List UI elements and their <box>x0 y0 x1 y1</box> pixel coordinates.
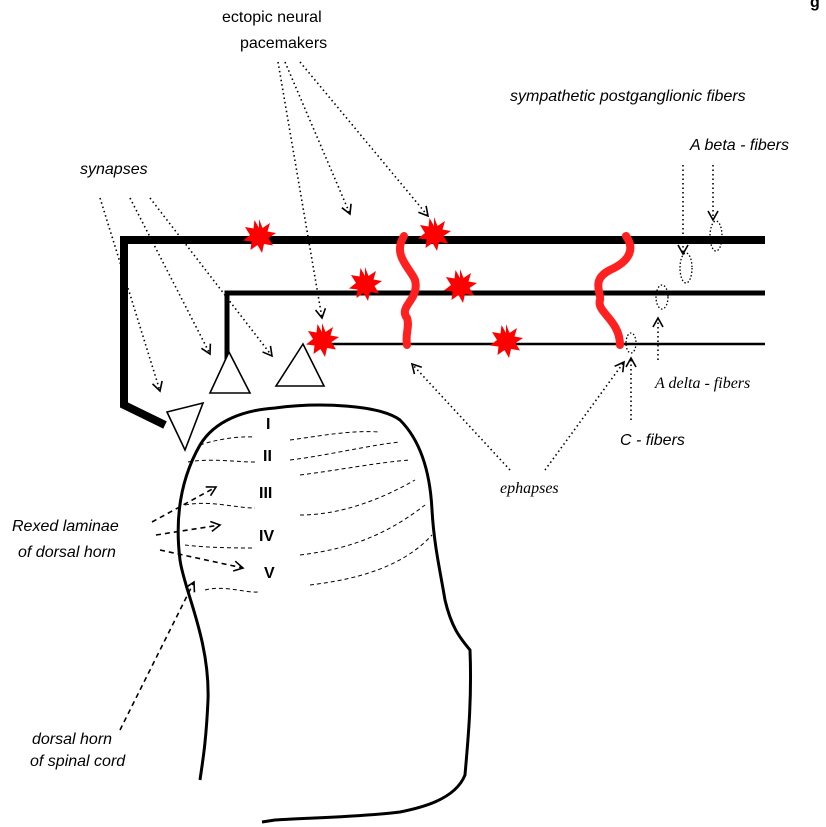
a-beta-fiber <box>124 240 765 425</box>
lamina-label-5: V <box>264 565 275 582</box>
dorsal-horn-arrow <box>120 582 194 730</box>
pacemaker-star-2 <box>418 217 451 251</box>
rexed-label-line2: of dorsal horn <box>18 544 116 561</box>
a-delta-label: A delta - fibers <box>654 375 750 392</box>
sympathetic-label: sympathetic postganglionic fibers <box>510 88 746 105</box>
sympathetic-fiber-a-delta <box>680 253 692 283</box>
pacemaker-star-5 <box>306 323 339 357</box>
lamina-label-4: IV <box>259 528 274 545</box>
a-delta-fiber <box>227 293 765 360</box>
dorsal-horn-label-line1: dorsal horn <box>32 731 112 748</box>
sympathetic-fiber-a-delta-2 <box>656 285 668 309</box>
rexed-arrows <box>152 487 243 568</box>
c-fibers-label: C - fibers <box>620 432 685 449</box>
ephapses-label: ephapses <box>500 480 559 497</box>
dorsal-horn-label-line2: of spinal cord <box>30 753 126 770</box>
pacemaker-arrows <box>278 62 428 318</box>
spinal-cord-outline <box>178 405 470 822</box>
pacemakers-label-line2: pacemakers <box>240 35 327 52</box>
laminae-boundaries-left <box>185 437 258 592</box>
ephapse-arrows <box>412 362 624 470</box>
lamina-label-2: II <box>263 448 272 465</box>
pacemakers-label-line1: ectopic neural <box>222 9 322 26</box>
synapse-terminal-a-beta <box>167 403 203 450</box>
lamina-label-3: III <box>259 485 272 502</box>
pacemaker-star-3 <box>349 267 382 301</box>
corner-letter: g <box>810 0 820 11</box>
synapses-label: synapses <box>80 161 148 178</box>
pacemaker-star-6 <box>490 324 523 358</box>
pacemaker-star-4 <box>444 269 477 303</box>
synapse-terminal-a-delta <box>210 352 250 393</box>
lamina-label-1: I <box>266 416 270 433</box>
laminae-boundaries-right <box>290 432 432 585</box>
rexed-label-line1: Rexed laminae <box>12 518 119 535</box>
a-beta-label: A beta - fibers <box>689 137 789 154</box>
